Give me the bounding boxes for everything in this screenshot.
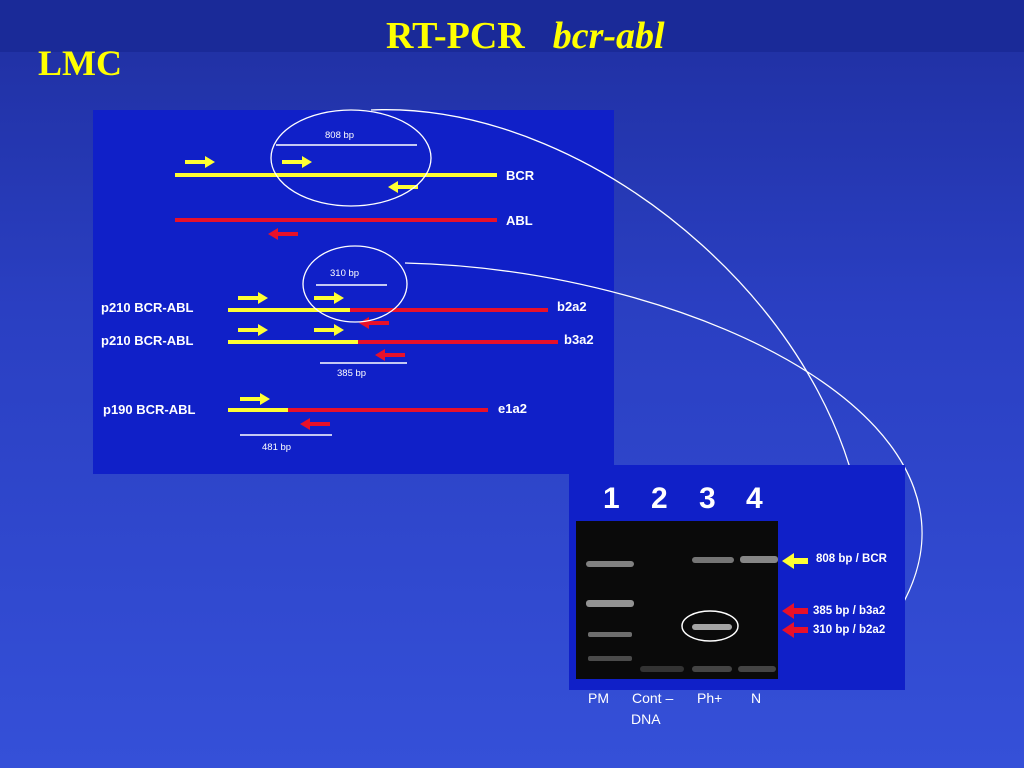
lane-number-2: 2 (651, 482, 668, 515)
circle-808 (270, 109, 432, 207)
label-808: 808 bp (325, 130, 355, 141)
lane-number-3: 3 (699, 482, 716, 515)
lane-name-cont: Cont – (632, 690, 674, 706)
gel-image (576, 521, 778, 679)
gel-bands (586, 556, 778, 672)
lane-name-dna: DNA (631, 711, 661, 727)
lane-number-4: 4 (746, 482, 763, 515)
diagram-panel (93, 110, 614, 474)
label-385: 385 bp (337, 368, 367, 379)
arrow-385 (782, 603, 808, 619)
band-label-310: 310 bp / b2a2 (813, 624, 886, 636)
connector-310 (404, 262, 923, 629)
label-bcr: BCR (506, 168, 535, 183)
connector-808 (370, 109, 866, 561)
row3-label: p190 BCR-ABL (103, 402, 196, 417)
primer-arrows (185, 156, 418, 430)
label-310: 310 bp (330, 268, 360, 279)
band-label-808: 808 bp / BCR (816, 553, 887, 565)
header-band (0, 0, 1024, 52)
row1-label: p210 BCR-ABL (101, 300, 194, 315)
arrow-808 (782, 553, 808, 569)
corner-label: LMC (38, 43, 122, 83)
row2-junction: b3a2 (564, 332, 594, 347)
title-italic: bcr-abl (552, 15, 665, 57)
lane-number-1: 1 (603, 482, 620, 515)
band-label-385: 385 bp / b3a2 (813, 605, 886, 617)
arrow-310 (782, 622, 808, 638)
circle-310 (302, 245, 408, 323)
lane-name-pm: PM (588, 690, 609, 706)
row2-label: p210 BCR-ABL (101, 333, 194, 348)
label-abl: ABL (506, 213, 533, 228)
row3-junction: e1a2 (498, 401, 527, 416)
label-481: 481 bp (262, 442, 292, 453)
lane-name-n: N (751, 690, 762, 706)
lane-name-ph: Ph+ (697, 690, 723, 706)
page-title: RT-PCR bcr-abl (386, 14, 665, 58)
title-main: RT-PCR (386, 15, 525, 57)
row1-junction: b2a2 (557, 299, 587, 314)
